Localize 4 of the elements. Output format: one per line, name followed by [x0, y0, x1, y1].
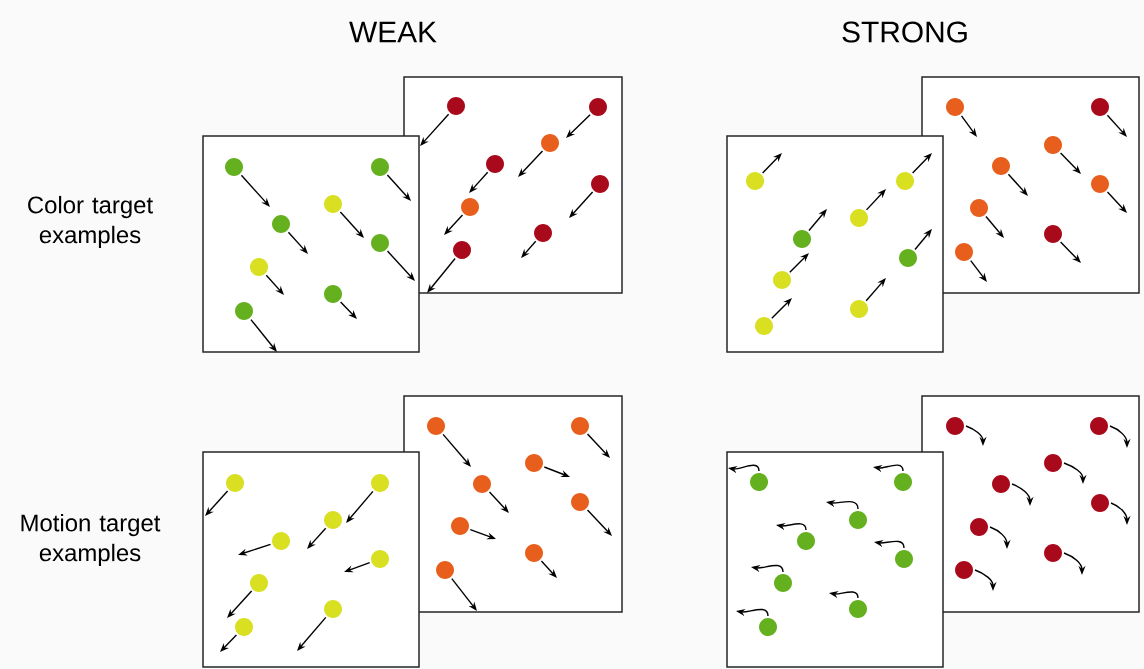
row-label: Motion target examples [21, 513, 161, 567]
row-label: Color target examples [28, 195, 153, 249]
heading: STRONG [842, 21, 967, 43]
heading: WEAK [349, 21, 437, 43]
